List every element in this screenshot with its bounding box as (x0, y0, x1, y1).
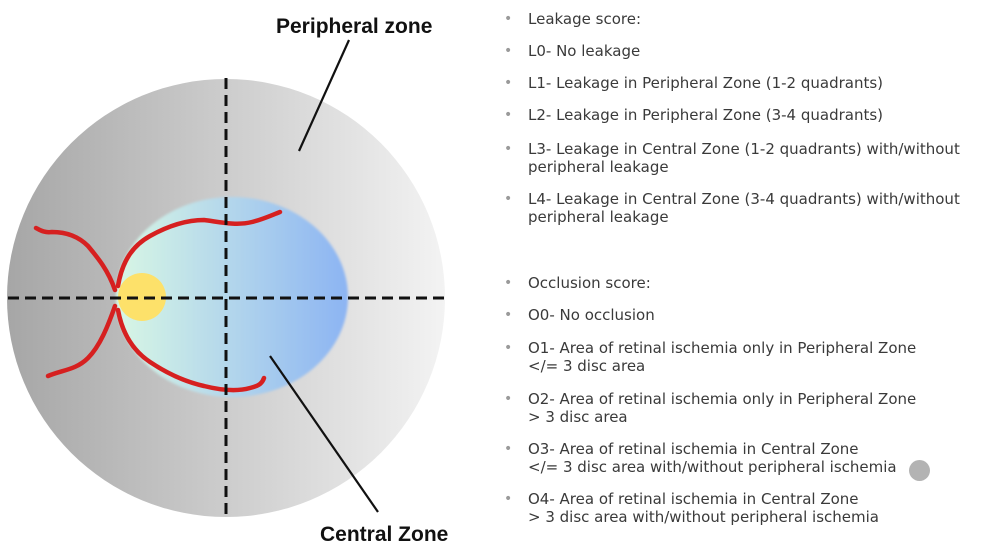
vessel-upper (33, 225, 118, 293)
bullet-icon: • (504, 340, 513, 356)
leakage-item-line: L3- Leakage in Central Zone (1-2 quadran… (528, 140, 960, 158)
optic-disc (118, 273, 166, 321)
occlusion-item-line: > 3 disc area with/without peripheral is… (528, 508, 879, 526)
occlusion-item: • O3- Area of retinal ischemia in Central… (498, 440, 986, 476)
leakage-item-line: L2- Leakage in Peripheral Zone (3-4 quad… (528, 106, 884, 124)
bullet-icon: • (504, 11, 513, 27)
occlusion-item-line: </= 3 disc area with/without peripheral … (528, 458, 897, 476)
occlusion-item-line: O4- Area of retinal ischemia in Central … (528, 490, 859, 508)
leakage-item-line: L4- Leakage in Central Zone (3-4 quadran… (528, 190, 960, 208)
occlusion-item: • O1- Area of retinal ischemia only in Pe… (498, 339, 986, 375)
leakage-item: • L4- Leakage in Central Zone (3-4 quadra… (498, 190, 986, 226)
vessel-lower-right (115, 307, 267, 393)
vessel-upper-right (115, 209, 283, 289)
central-zone-pointer (269, 355, 379, 513)
occlusion-item-line: </= 3 disc area (528, 357, 646, 375)
leakage-item: • L0- No leakage (498, 42, 986, 60)
occlusion-item: • O0- No occlusion (498, 306, 986, 324)
peripheral-zone-label: Peripheral zone (276, 15, 432, 38)
central-zone-label: Central Zone (320, 523, 448, 546)
leakage-title: • Leakage score: (498, 10, 986, 28)
bullet-icon: • (504, 307, 513, 323)
leakage-item-line: L0- No leakage (528, 42, 641, 60)
leakage-item-line: peripheral leakage (528, 158, 669, 176)
pointer-dot (909, 460, 930, 481)
occlusion-item-line: > 3 disc area (528, 408, 628, 426)
bullet-icon: • (504, 141, 513, 157)
bullet-icon: • (504, 191, 513, 207)
leakage-item: • L3- Leakage in Central Zone (1-2 quadra… (498, 140, 986, 176)
occlusion-item: • O2- Area of retinal ischemia only in Pe… (498, 390, 986, 426)
leakage-item-line: peripheral leakage (528, 208, 669, 226)
leakage-item: • L1- Leakage in Peripheral Zone (1-2 qua… (498, 74, 986, 92)
bullet-icon: • (504, 391, 513, 407)
retina-zone-diagram: Peripheral zone Central Zone (7, 15, 448, 546)
bullet-icon: • (504, 75, 513, 91)
occlusion-item-line: O3- Area of retinal ischemia in Central … (528, 440, 859, 458)
bullet-icon: • (504, 107, 513, 123)
occlusion-title: • Occlusion score: (498, 274, 986, 292)
occlusion-item-line: O2- Area of retinal ischemia only in Per… (528, 390, 917, 408)
retinal-vessels (33, 209, 283, 393)
leakage-title-line: Leakage score: (528, 10, 642, 28)
occlusion-item: • O4- Area of retinal ischemia in Central… (498, 490, 986, 526)
bullet-icon: • (504, 43, 513, 59)
peripheral-zone-pointer (297, 39, 351, 152)
leakage-item-line: L1- Leakage in Peripheral Zone (1-2 quad… (528, 74, 884, 92)
occlusion-item-line: O1- Area of retinal ischemia only in Per… (528, 339, 917, 357)
bullet-icon: • (504, 441, 513, 457)
vessel-lower (45, 303, 118, 379)
bullet-icon: • (504, 491, 513, 507)
leakage-item: • L2- Leakage in Peripheral Zone (3-4 qua… (498, 106, 986, 124)
quadrant-axes (8, 78, 446, 520)
occlusion-title-line: Occlusion score: (528, 274, 651, 292)
bullet-icon: • (504, 275, 513, 291)
occlusion-item-line: O0- No occlusion (528, 306, 655, 324)
